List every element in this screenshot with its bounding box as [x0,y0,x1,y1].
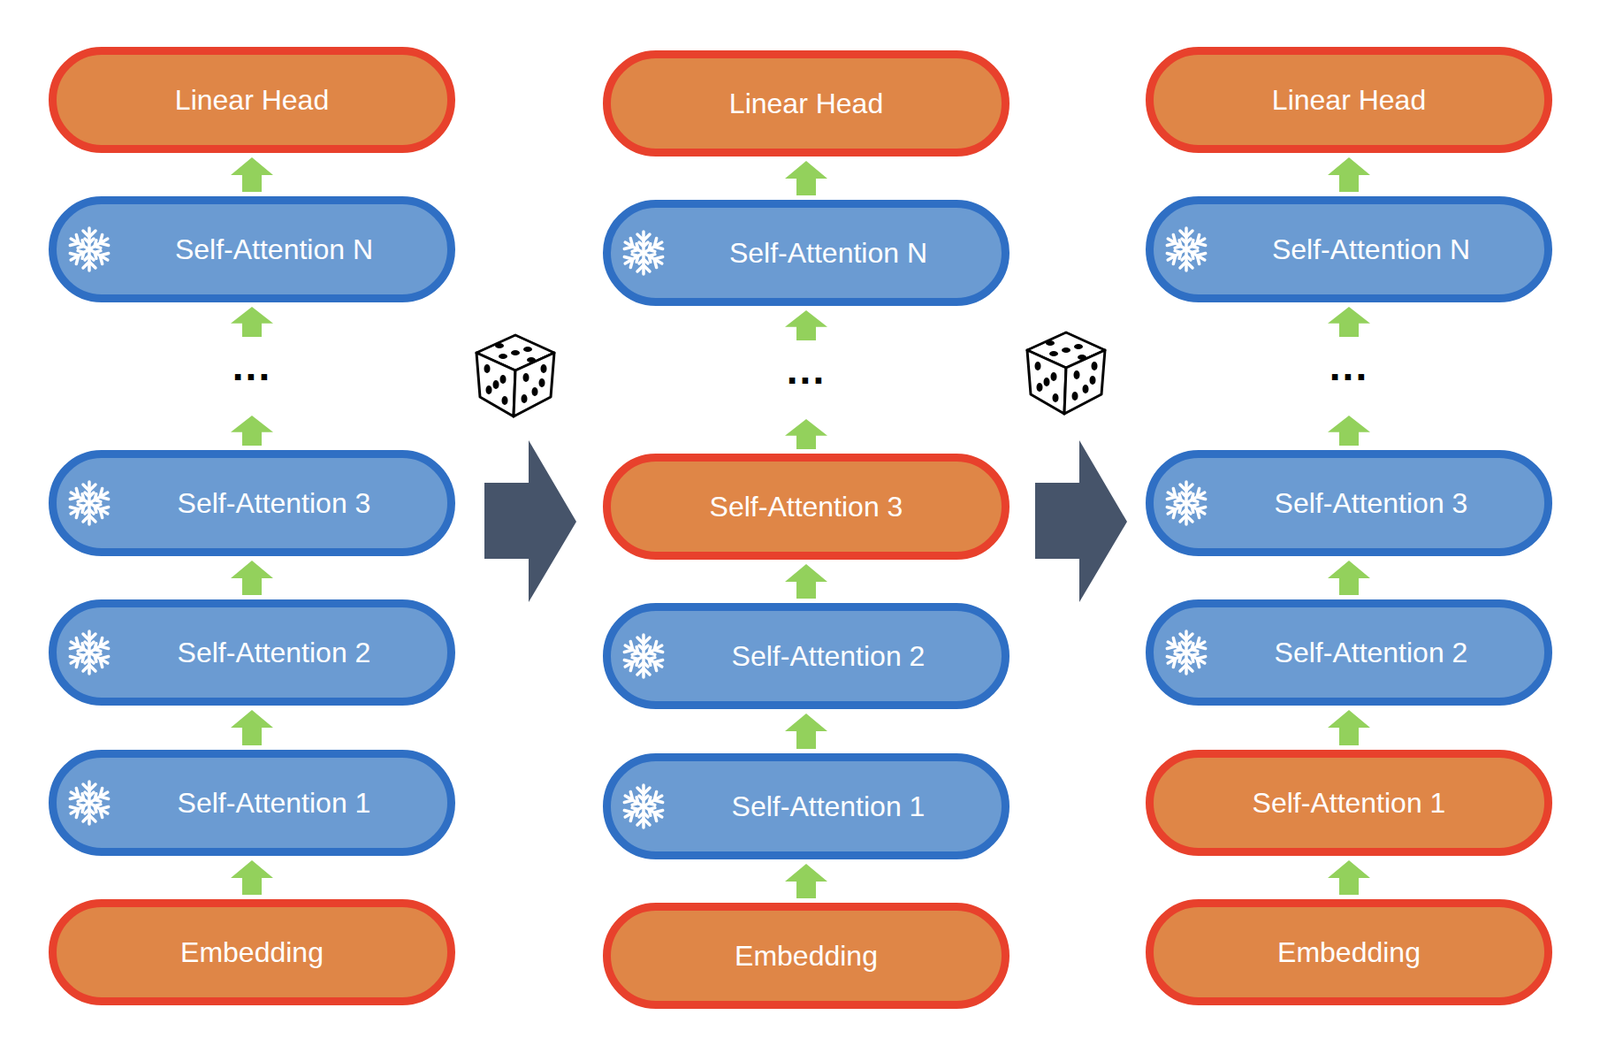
frozen-icon [68,481,112,525]
frozen-icon [68,631,112,674]
trainable-layer-box: Self-Attention 1 [1145,749,1553,856]
ellipsis-label: ... [786,349,826,390]
flow-arrow [230,709,274,746]
layer-label: Self-Attention 1 [177,786,372,820]
flow-arrow [784,310,828,450]
frozen-icon [1165,228,1209,271]
flow-arrow [1327,560,1371,595]
ellipsis-label: ... [232,345,272,387]
frozen-layer-box: Self-Attention 3 [1145,449,1553,557]
frozen-icon [622,784,666,828]
trainable-layer-box: Linear Head [602,50,1010,157]
layer-label: Self-Attention 2 [731,640,926,673]
flow-arrow [230,157,274,192]
flow-arrow [1327,157,1371,192]
layer-label: Linear Head [175,83,329,117]
flow-arrow [784,863,828,899]
flow-arrow [1327,709,1371,746]
frozen-layer-box: Self-Attention 2 [48,599,456,706]
flow-arrow [784,563,828,599]
layer-label: Linear Head [729,87,884,121]
ellipsis-label: ... [1329,345,1369,387]
flow-arrow [1327,860,1371,895]
frozen-icon [622,231,666,275]
frozen-layer-box: Self-Attention 2 [1145,599,1553,706]
frozen-icon [68,781,112,824]
flow-arrow [784,160,828,196]
layer-label: Self-Attention 3 [709,490,904,524]
frozen-layer-box: Self-Attention 1 [602,753,1010,860]
transition-arrow [484,440,577,602]
layer-label: Embedding [734,939,878,973]
frozen-layer-box: Self-Attention N [1145,196,1553,303]
frozen-layer-box: Self-Attention 1 [48,749,456,856]
dice-symbol [476,335,555,417]
layer-label: Linear Head [1272,83,1426,117]
trainable-layer-box: Embedding [602,902,1010,1009]
trainable-layer-box: Embedding [48,899,456,1006]
flow-arrow [230,560,274,595]
layer-label: Self-Attention N [729,236,928,270]
flow-arrow [230,306,274,446]
layer-label: Self-Attention N [175,233,374,267]
frozen-icon [1165,481,1209,525]
layer-label: Self-Attention 3 [1274,487,1469,520]
layer-label: Embedding [1277,936,1421,969]
frozen-layer-box: Self-Attention N [602,199,1010,306]
flow-arrow [784,713,828,749]
frozen-icon [68,228,112,271]
layer-label: Embedding [180,936,324,969]
layer-label: Self-Attention 2 [177,636,372,670]
frozen-icon [622,634,666,678]
dice-symbol [1027,332,1105,414]
trainable-layer-box: Linear Head [48,46,456,153]
trainable-layer-box: Linear Head [1145,46,1553,153]
frozen-icon [1165,631,1209,674]
frozen-layer-box: Self-Attention N [48,196,456,303]
trainable-layer-box: Embedding [1145,899,1553,1006]
flow-arrow [230,860,274,895]
layer-label: Self-Attention 1 [731,790,926,823]
layer-label: Self-Attention N [1272,233,1471,267]
frozen-layer-box: Self-Attention 2 [602,602,1010,709]
layer-label: Self-Attention 3 [177,487,372,520]
flow-arrow [1327,306,1371,446]
frozen-layer-box: Self-Attention 3 [48,449,456,557]
transition-arrow [1035,440,1128,602]
layer-label: Self-Attention 2 [1274,636,1469,670]
trainable-layer-box: Self-Attention 3 [602,453,1010,560]
layer-label: Self-Attention 1 [1252,786,1447,820]
